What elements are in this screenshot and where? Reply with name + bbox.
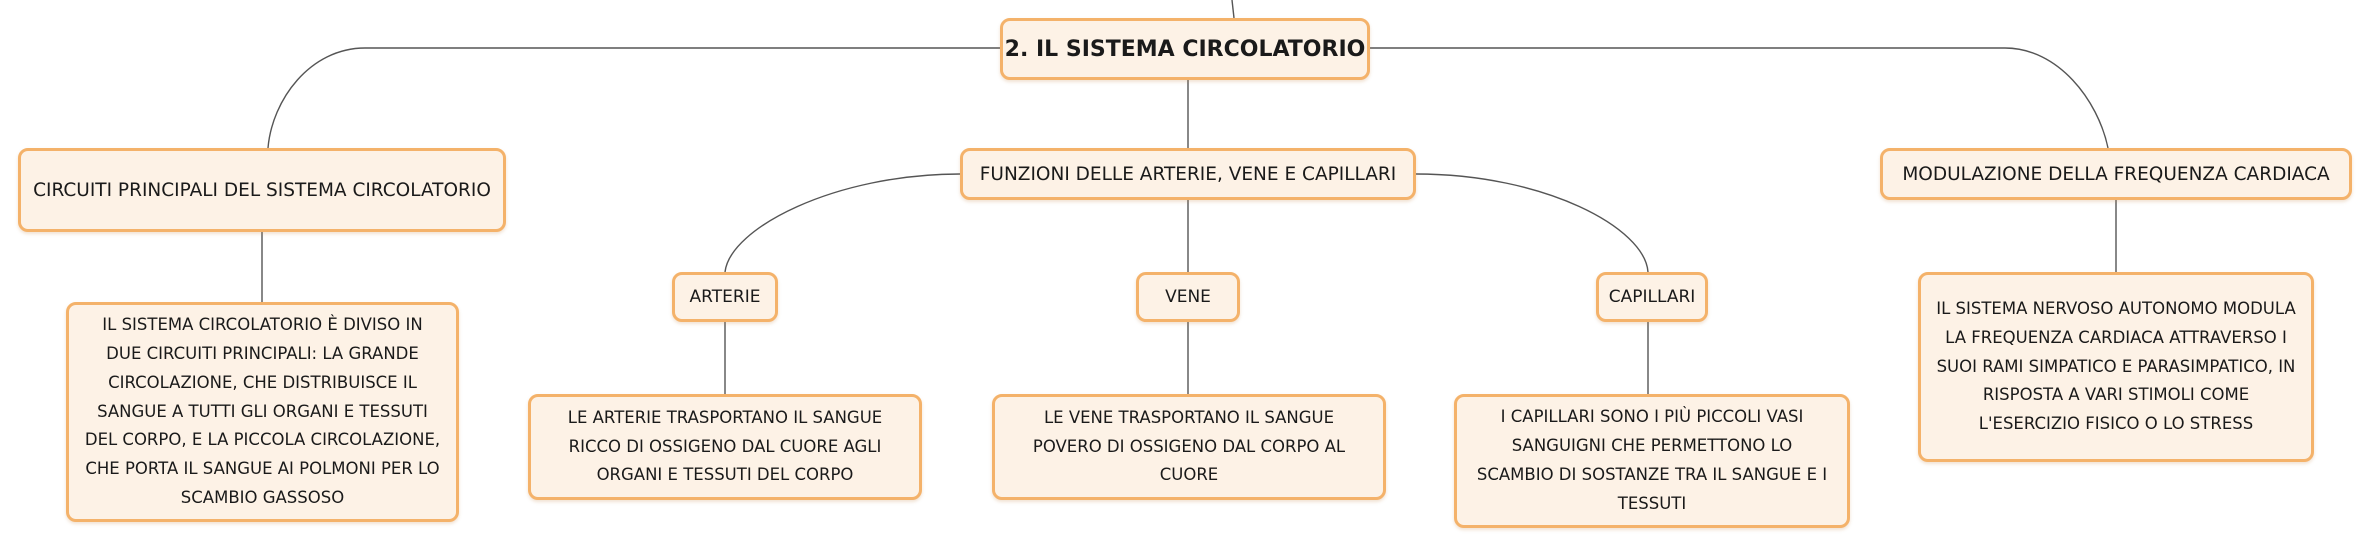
connector-root-modulazione xyxy=(1370,47,2109,149)
node-capillari[interactable]: CAPILLARI xyxy=(1596,272,1708,322)
connector-funzioni-arterie xyxy=(724,173,961,273)
detail-vene[interactable]: LE VENE TRASPORTANO IL SANGUE POVERO DI … xyxy=(992,394,1386,500)
detail-arterie-text: LE ARTERIE TRASPORTANO IL SANGUE RICCO D… xyxy=(567,407,883,485)
root-node[interactable]: 2. IL SISTEMA CIRCOLATORIO xyxy=(1000,18,1370,80)
detail-vene-text: LE VENE TRASPORTANO IL SANGUE POVERO DI … xyxy=(1032,407,1346,485)
detail-modulazione-text: IL SISTEMA NERVOSO AUTONOMO MODULA LA FR… xyxy=(1936,298,2296,434)
node-vene-label: VENE xyxy=(1165,287,1211,307)
detail-circuiti[interactable]: IL SISTEMA CIRCOLATORIO È DIVISO IN DUE … xyxy=(66,302,459,522)
detail-capillari[interactable]: I CAPILLARI SONO I PIÙ PICCOLI VASI SANG… xyxy=(1454,394,1850,528)
detail-capillari-text: I CAPILLARI SONO I PIÙ PICCOLI VASI SANG… xyxy=(1476,407,1828,513)
node-funzioni-vasi[interactable]: FUNZIONI DELLE ARTERIE, VENE E CAPILLARI xyxy=(960,148,1416,200)
connector-root-circuiti xyxy=(267,47,1000,149)
detail-circuiti-text: IL SISTEMA CIRCOLATORIO È DIVISO IN DUE … xyxy=(84,314,441,508)
connector-funzioni-capillari xyxy=(1415,173,1649,273)
node-funzioni-label: FUNZIONI DELLE ARTERIE, VENE E CAPILLARI xyxy=(979,163,1397,185)
detail-modulazione[interactable]: IL SISTEMA NERVOSO AUTONOMO MODULA LA FR… xyxy=(1918,272,2314,462)
node-modulazione-frequenza[interactable]: MODULAZIONE DELLA FREQUENZA CARDIACA xyxy=(1880,148,2352,200)
node-circuiti-principali[interactable]: CIRCUITI PRINCIPALI DEL SISTEMA CIRCOLAT… xyxy=(18,148,506,232)
node-capillari-label: CAPILLARI xyxy=(1608,287,1696,307)
root-label: 2. IL SISTEMA CIRCOLATORIO xyxy=(1004,36,1366,62)
connector-parent xyxy=(1231,0,1235,19)
node-arterie[interactable]: ARTERIE xyxy=(672,272,778,322)
node-vene[interactable]: VENE xyxy=(1136,272,1240,322)
node-modulazione-label: MODULAZIONE DELLA FREQUENZA CARDIACA xyxy=(1902,163,2330,185)
node-arterie-label: ARTERIE xyxy=(689,287,761,307)
node-circuiti-label: CIRCUITI PRINCIPALI DEL SISTEMA CIRCOLAT… xyxy=(33,179,491,201)
detail-arterie[interactable]: LE ARTERIE TRASPORTANO IL SANGUE RICCO D… xyxy=(528,394,922,500)
